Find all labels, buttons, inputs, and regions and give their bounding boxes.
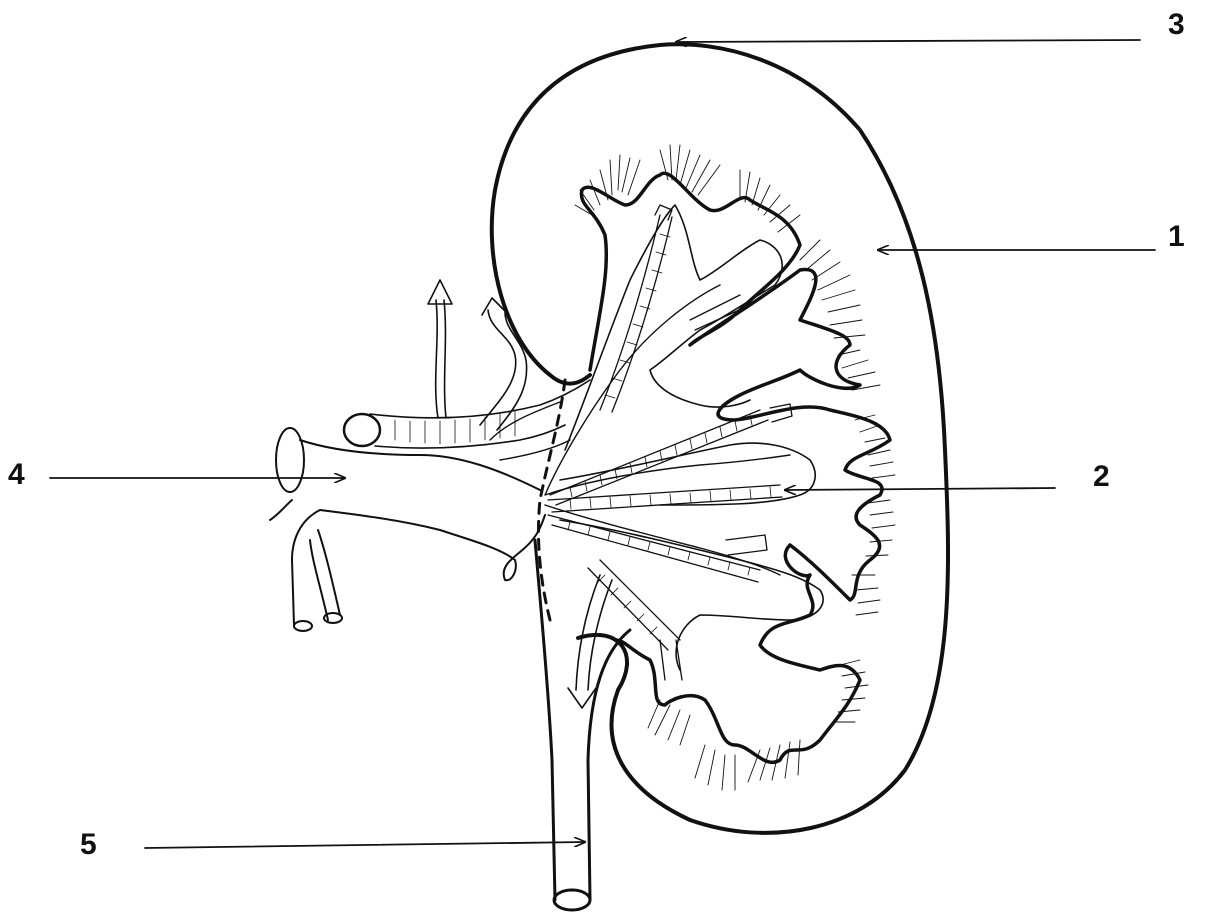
renal-artery-tube bbox=[370, 380, 590, 448]
kidney-capsule-outline bbox=[492, 44, 948, 833]
label-1: 1 bbox=[1168, 222, 1185, 252]
tributary-cut-end-a bbox=[294, 621, 312, 631]
suprarenal-arrowhead bbox=[428, 280, 452, 304]
renal-artery-hatching bbox=[395, 411, 515, 444]
calyx-lower bbox=[560, 520, 823, 670]
pointer-arrow-5 bbox=[145, 842, 585, 848]
renal-pelvis-outline bbox=[545, 285, 790, 575]
renal-artery-cut-end bbox=[344, 414, 380, 446]
pointer-arrow-2 bbox=[785, 488, 1055, 490]
renal-pyramid-boundary bbox=[581, 173, 890, 762]
label-4: 4 bbox=[8, 460, 25, 490]
label-2: 2 bbox=[1093, 462, 1110, 492]
label-3: 3 bbox=[1168, 10, 1185, 40]
suprarenal-vessel bbox=[436, 300, 446, 418]
vein-branch-stub bbox=[270, 500, 292, 520]
vein-tributary-left bbox=[292, 510, 340, 625]
renal-vein-cut-end bbox=[276, 428, 304, 492]
lower-vessel bbox=[576, 575, 612, 690]
pointer-arrow-3 bbox=[676, 40, 1140, 42]
hilum-vessel-loop bbox=[490, 402, 570, 460]
label-5: 5 bbox=[80, 830, 97, 860]
vessel-hatching bbox=[568, 234, 771, 634]
ureter-cut-end bbox=[554, 890, 590, 910]
renal-vein-lower-edge bbox=[320, 510, 545, 580]
